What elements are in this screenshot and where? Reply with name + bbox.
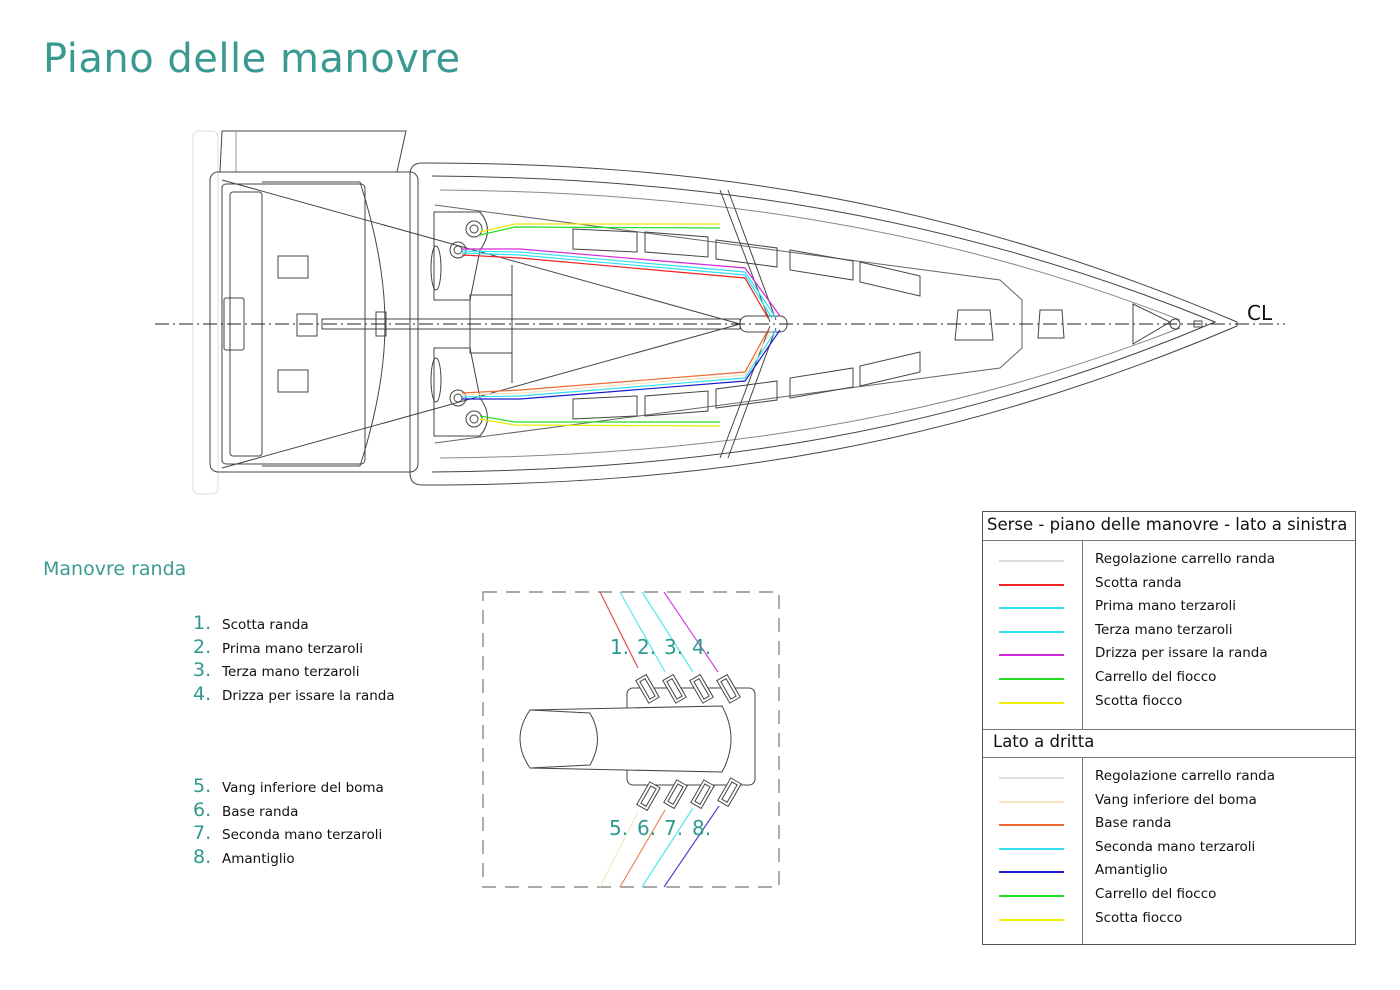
list-item: 3.Terza mano terzaroli bbox=[193, 659, 360, 681]
line-swatch bbox=[999, 895, 1064, 897]
centerline-label: CL bbox=[1247, 301, 1273, 325]
list-item: 2.Prima mano terzaroli bbox=[193, 636, 363, 658]
forward-hatch bbox=[954, 309, 994, 341]
detail-label: 6. bbox=[637, 816, 657, 840]
legend-row: Carrello del fiocco bbox=[983, 884, 1355, 908]
line-swatch bbox=[999, 777, 1064, 779]
legend-row: Regolazione carrello randa bbox=[983, 766, 1355, 790]
legend-row: Amantiglio bbox=[983, 860, 1355, 884]
detail-label: 5. bbox=[609, 816, 629, 840]
line-swatch bbox=[999, 560, 1064, 562]
legend-row: Scotta fiocco bbox=[983, 908, 1355, 932]
boat-deck-plan bbox=[155, 130, 1285, 495]
legend-row: Regolazione carrello randa bbox=[983, 549, 1355, 573]
legend-title: Serse - piano delle manovre - lato a sin… bbox=[983, 512, 1355, 541]
detail-line-2 bbox=[619, 591, 666, 673]
line-swatch bbox=[999, 824, 1064, 826]
cockpit bbox=[209, 171, 419, 473]
line-swatch bbox=[999, 607, 1064, 609]
legend-row: Drizza per issare la randa bbox=[983, 643, 1355, 667]
line-swatch bbox=[999, 919, 1064, 921]
detail-label: 1. bbox=[610, 635, 630, 659]
deck-windows bbox=[572, 228, 921, 420]
hull-outline bbox=[409, 162, 1238, 486]
list-item: 7.Seconda mano terzaroli bbox=[193, 822, 383, 844]
line-swatch bbox=[999, 678, 1064, 680]
line-swatch bbox=[999, 584, 1064, 586]
legend-port-section: Regolazione carrello randa Scotta randa … bbox=[983, 540, 1355, 730]
detail-line-1 bbox=[599, 591, 639, 669]
legend-row: Vang inferiore del boma bbox=[983, 790, 1355, 814]
legend-starboard-title: Lato a dritta bbox=[983, 729, 1355, 758]
detail-label: 3. bbox=[664, 635, 684, 659]
legend-starboard-section: Regolazione carrello randa Vang inferior… bbox=[983, 757, 1355, 944]
list-item: 5.Vang inferiore del boma bbox=[193, 775, 384, 797]
list-item: 4.Drizza per issare la randa bbox=[193, 683, 395, 705]
legend-row: Seconda mano terzaroli bbox=[983, 837, 1355, 861]
line-swatch bbox=[999, 871, 1064, 873]
detail-line-7 bbox=[641, 807, 694, 888]
page-title: Piano delle manovre bbox=[43, 36, 461, 82]
detail-label: 8. bbox=[692, 816, 712, 840]
list-item: 1.Scotta randa bbox=[193, 612, 309, 634]
detail-line-6 bbox=[619, 809, 666, 888]
section-title: Manovre randa bbox=[43, 558, 187, 580]
detail-line-8 bbox=[663, 805, 720, 888]
line-swatch bbox=[999, 801, 1064, 803]
legend-row: Terza mano terzaroli bbox=[983, 620, 1355, 644]
boom-end bbox=[519, 705, 732, 773]
legend-row: Scotta randa bbox=[983, 573, 1355, 597]
legend-row: Carrello del fiocco bbox=[983, 667, 1355, 691]
detail-label: 7. bbox=[664, 816, 684, 840]
detail-label: 4. bbox=[692, 635, 712, 659]
detail-line-4 bbox=[663, 591, 719, 673]
line-swatch bbox=[999, 631, 1064, 633]
legend-row: Prima mano terzaroli bbox=[983, 596, 1355, 620]
legend-row: Base randa bbox=[983, 813, 1355, 837]
legend-row: Scotta fiocco bbox=[983, 691, 1355, 715]
detail-line-3 bbox=[641, 591, 694, 673]
legend-table: Serse - piano delle manovre - lato a sin… bbox=[982, 511, 1356, 945]
clutch-detail-drawing bbox=[482, 591, 780, 888]
line-swatch bbox=[999, 654, 1064, 656]
list-item: 8.Amantiglio bbox=[193, 846, 295, 868]
detail-line-5 bbox=[599, 811, 639, 888]
line-swatch bbox=[999, 702, 1064, 704]
list-item: 6.Base randa bbox=[193, 799, 299, 821]
line-swatch bbox=[999, 848, 1064, 850]
rigging-lines bbox=[461, 223, 781, 427]
detail-label: 2. bbox=[637, 635, 657, 659]
